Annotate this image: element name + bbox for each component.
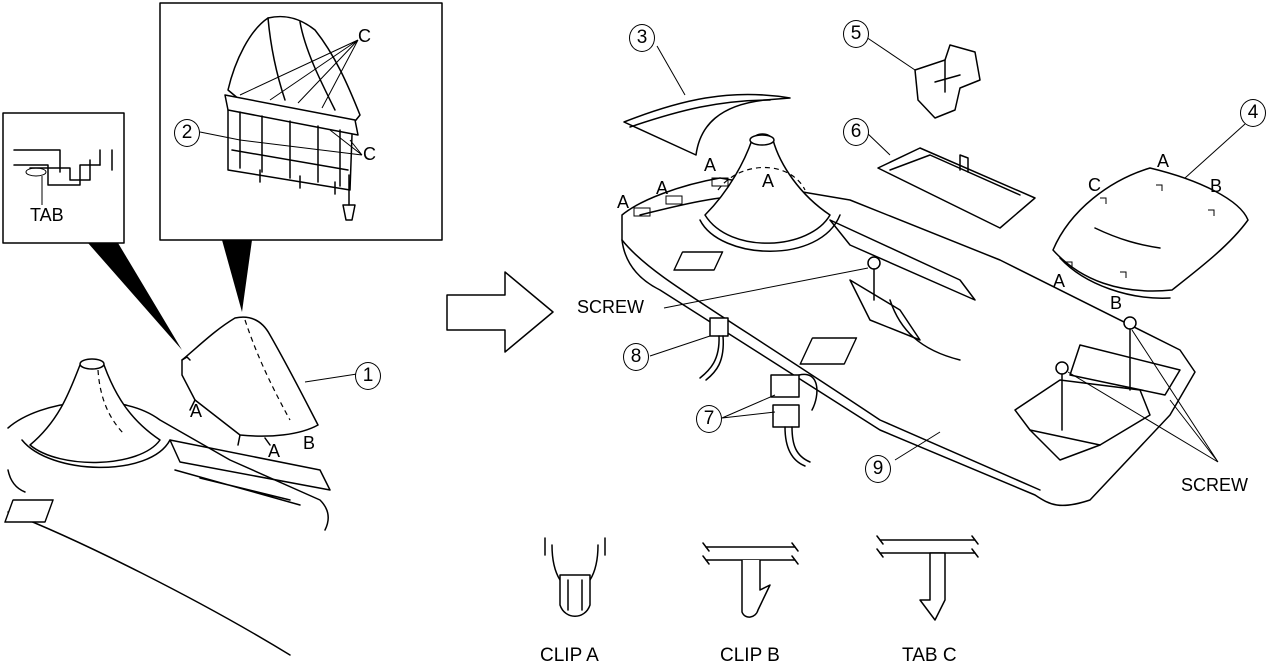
part-8-callout: 8 <box>623 343 649 371</box>
clip-c-label-top: C <box>358 26 371 46</box>
part-3-cover <box>623 45 791 156</box>
part-7-connectors <box>721 373 818 467</box>
clip-a-figure <box>544 537 606 617</box>
part-9-callout: 9 <box>865 455 891 483</box>
clip-a-mark-right: A <box>268 441 281 461</box>
part-2-callout: 2 <box>174 119 200 147</box>
part-3-callout: 3 <box>629 24 655 52</box>
part-1-callout: 1 <box>355 362 381 390</box>
panel-b-bottom: B <box>1110 293 1123 313</box>
clip-a-caption: CLIP A <box>540 645 599 666</box>
direction-arrow <box>446 271 554 353</box>
tab-inset <box>2 112 125 244</box>
panel-b-top: B <box>1210 176 1223 196</box>
clip-b-figure <box>702 542 799 618</box>
clips-inset-pointer <box>222 240 252 312</box>
part-6-lid <box>865 131 1036 229</box>
console-a-mark-3: A <box>704 155 717 175</box>
screw-label-right: SCREW <box>1181 475 1248 495</box>
panel-a-top: A <box>1157 151 1170 171</box>
panel-a-bottom: A <box>1053 271 1066 291</box>
center-console <box>621 133 1219 507</box>
part-4-callout: 4 <box>1240 99 1266 127</box>
part-7-callout: 7 <box>696 405 722 433</box>
screw-label-left: SCREW <box>577 297 644 317</box>
part-4-panel <box>1052 123 1249 299</box>
tab-c-figure <box>876 535 979 621</box>
tab-inset-pointer <box>88 243 182 350</box>
panel-c-left: C <box>1088 175 1101 195</box>
console-a-mark-1: A <box>617 192 630 212</box>
clip-b-mark: B <box>303 433 316 453</box>
part-5-bracket <box>865 36 981 119</box>
clip-b-caption: CLIP B <box>720 645 780 666</box>
tab-c-caption: TAB C <box>902 645 957 666</box>
part-8-connector <box>649 317 729 381</box>
left-console-view <box>4 316 358 656</box>
clip-c-label-bottom: C <box>363 144 376 164</box>
console-a-mark-2: A <box>656 178 669 198</box>
part-6-callout: 6 <box>843 118 869 146</box>
tab-label: TAB <box>30 205 64 225</box>
console-a-mark-4: A <box>762 171 775 191</box>
clip-a-mark-left: A <box>190 401 203 421</box>
part-5-callout: 5 <box>843 20 869 48</box>
clips-inset <box>159 2 443 241</box>
